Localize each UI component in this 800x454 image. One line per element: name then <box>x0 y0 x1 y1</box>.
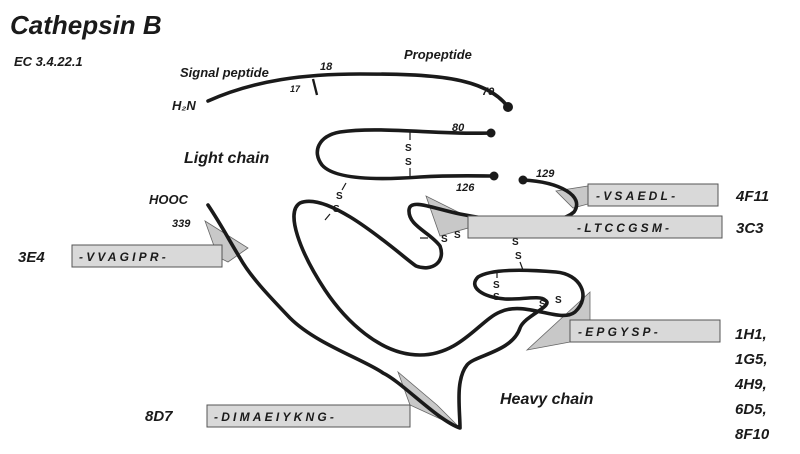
n-terminus-label: H₂N <box>172 98 196 113</box>
residue-17-label: 17 <box>290 84 301 94</box>
propeptide-label: Propeptide <box>404 47 472 62</box>
antibody-label: 8D7 <box>145 408 173 425</box>
sulfur-label: S <box>405 157 412 168</box>
propeptide-chain <box>206 72 510 109</box>
cleavage-tick <box>311 78 319 96</box>
epitope-box <box>71 244 223 268</box>
antibody-label: 1H1, <box>735 326 767 343</box>
antibody-label: 3E4 <box>18 249 45 266</box>
residue-79-dot <box>503 102 513 112</box>
epitope-box <box>569 319 721 343</box>
epitope-box <box>587 183 719 207</box>
epitope-sequence: -VVAGIPR- <box>79 250 169 264</box>
epitope-sequence: -LTCCGSM- <box>577 221 672 235</box>
epitope-3c3: -LTCCGSM- 3C3 <box>467 215 764 239</box>
epitope-box <box>206 404 411 428</box>
residue-18-label: 18 <box>320 61 333 73</box>
sulfur-label: S <box>405 143 412 154</box>
epitope-4f11: -VSAEDL- 4F11 <box>587 183 769 207</box>
epitope-sequence: -VSAEDL- <box>596 189 678 203</box>
c-terminus-label: HOOC <box>149 192 189 207</box>
residue-126-dot <box>489 171 499 181</box>
epitope-3e4: -VVAGIPR- 3E4 <box>18 244 223 268</box>
bridge-link <box>519 261 524 271</box>
residue-126-label: 126 <box>456 182 475 194</box>
epitope-epgysp: -EPGYSP- 1H1, 1G5, 4H9, 6D5, 8F10 <box>569 319 770 443</box>
sulfur-label: S <box>454 230 461 241</box>
light-chain-label: Light chain <box>184 150 270 167</box>
diagram-title: Cathepsin B <box>10 10 162 40</box>
sulfur-label: S <box>441 234 448 245</box>
epitope-box <box>467 215 723 239</box>
bridge-link <box>324 213 331 221</box>
disulfide-bridge-interchain: S S <box>324 182 347 221</box>
disulfide-bridge-heavy-a: S S <box>420 230 461 245</box>
heavy-chain-label: Heavy chain <box>500 391 594 408</box>
epitope-sequence: -EPGYSP- <box>578 325 661 339</box>
sulfur-label: S <box>555 295 562 306</box>
sulfur-label: S <box>493 292 500 303</box>
residue-129-label: 129 <box>536 168 555 180</box>
epitope-sequence: -DIMAEIYKNG- <box>214 410 337 424</box>
sulfur-label: S <box>336 191 343 202</box>
disulfide-bridge-heavy-d: S S <box>539 295 562 310</box>
epitope-8d7: -DIMAEIYKNG- 8D7 <box>145 404 411 428</box>
antibody-label: 6D5, <box>735 401 767 418</box>
residue-339-label: 339 <box>172 218 191 230</box>
sulfur-label: S <box>512 237 519 248</box>
sulfur-label: S <box>515 251 522 262</box>
antibody-label: 4H9, <box>734 376 767 393</box>
light-chain <box>315 128 496 181</box>
sulfur-label: S <box>539 299 546 310</box>
heavy-chain <box>206 178 585 430</box>
residue-79-label: 79 <box>482 86 495 98</box>
residue-129-dot <box>518 175 528 185</box>
sulfur-label: S <box>493 280 500 291</box>
bridge-link <box>341 182 347 191</box>
antibody-label: 1G5, <box>735 351 768 368</box>
signal-peptide-label: Signal peptide <box>180 65 269 80</box>
disulfide-bridge-heavy-c: S S <box>493 272 500 303</box>
ec-number: EC 3.4.22.1 <box>14 54 83 69</box>
residue-80-dot <box>486 128 496 138</box>
disulfide-bridge-light: S S <box>405 130 412 178</box>
antibody-label: 4F11 <box>735 188 769 205</box>
antibody-label: 3C3 <box>736 220 764 237</box>
residue-80-label: 80 <box>452 122 465 134</box>
antibody-label: 8F10 <box>735 426 770 443</box>
sulfur-label: S <box>333 204 340 215</box>
